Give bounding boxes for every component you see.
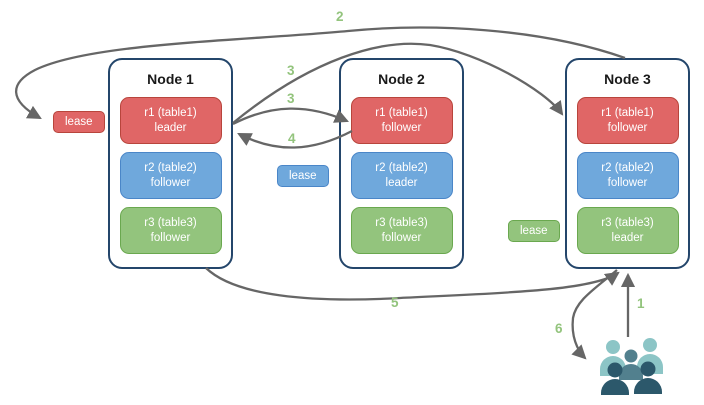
range-role: leader — [611, 231, 644, 244]
range-box-r2: r2 (table2) follower — [119, 152, 222, 199]
lease-pill-r1: lease — [53, 111, 105, 133]
range-label: r2 (table2) — [601, 161, 654, 174]
range-label: r1 (table1) — [375, 106, 428, 119]
range-role: follower — [381, 121, 422, 134]
range-box-r3: r3 (table3) follower — [350, 207, 453, 254]
range-box-r2: r2 (table2) follower — [576, 152, 679, 199]
range-role: leader — [385, 176, 418, 189]
node-title: Node 2 — [378, 71, 425, 87]
range-label: r1 (table1) — [144, 106, 197, 119]
node-title: Node 1 — [147, 71, 194, 87]
range-box-r3: r3 (table3) follower — [119, 207, 222, 254]
range-label: r1 (table1) — [601, 106, 654, 119]
range-label: r3 (table3) — [601, 216, 654, 229]
range-role: follower — [607, 121, 648, 134]
range-role: follower — [381, 231, 422, 244]
range-box-r1: r1 (table1) follower — [576, 97, 679, 144]
step-label-3b: 3 — [287, 91, 295, 106]
range-box-r1: r1 (table1) follower — [350, 97, 453, 144]
step-label-3a: 3 — [287, 63, 295, 78]
lease-pill-r3: lease — [508, 220, 560, 242]
step-label-2: 2 — [336, 9, 344, 24]
arrow-3-node1-to-node2 — [232, 107, 349, 126]
node-3-card: Node 3 r1 (table1) follower r2 (table2) … — [565, 58, 690, 269]
step-label-5: 5 — [391, 295, 399, 310]
step-label-6: 6 — [555, 321, 563, 336]
range-label: r2 (table2) — [144, 161, 197, 174]
range-label: r3 (table3) — [375, 216, 428, 229]
lease-pill-r2: lease — [277, 165, 329, 187]
node-1-card: Node 1 r1 (table1) leader r2 (table2) fo… — [108, 58, 233, 269]
range-role: follower — [150, 231, 191, 244]
range-role: follower — [607, 176, 648, 189]
range-label: r3 (table3) — [144, 216, 197, 229]
range-box-r3: r3 (table3) leader — [576, 207, 679, 254]
node-title: Node 3 — [604, 71, 651, 87]
users-group-icon — [596, 333, 668, 395]
range-role: leader — [154, 121, 187, 134]
range-label: r2 (table2) — [375, 161, 428, 174]
range-role: follower — [150, 176, 191, 189]
range-box-r1: r1 (table1) leader — [119, 97, 222, 144]
step-label-1: 1 — [637, 296, 645, 311]
arrow-6-node3-to-users — [571, 269, 618, 360]
step-label-4: 4 — [288, 131, 296, 146]
node-2-card: Node 2 r1 (table1) follower r2 (table2) … — [339, 58, 464, 269]
range-box-r2: r2 (table2) leader — [350, 152, 453, 199]
arrow-5-node1-to-node3 — [205, 267, 620, 301]
